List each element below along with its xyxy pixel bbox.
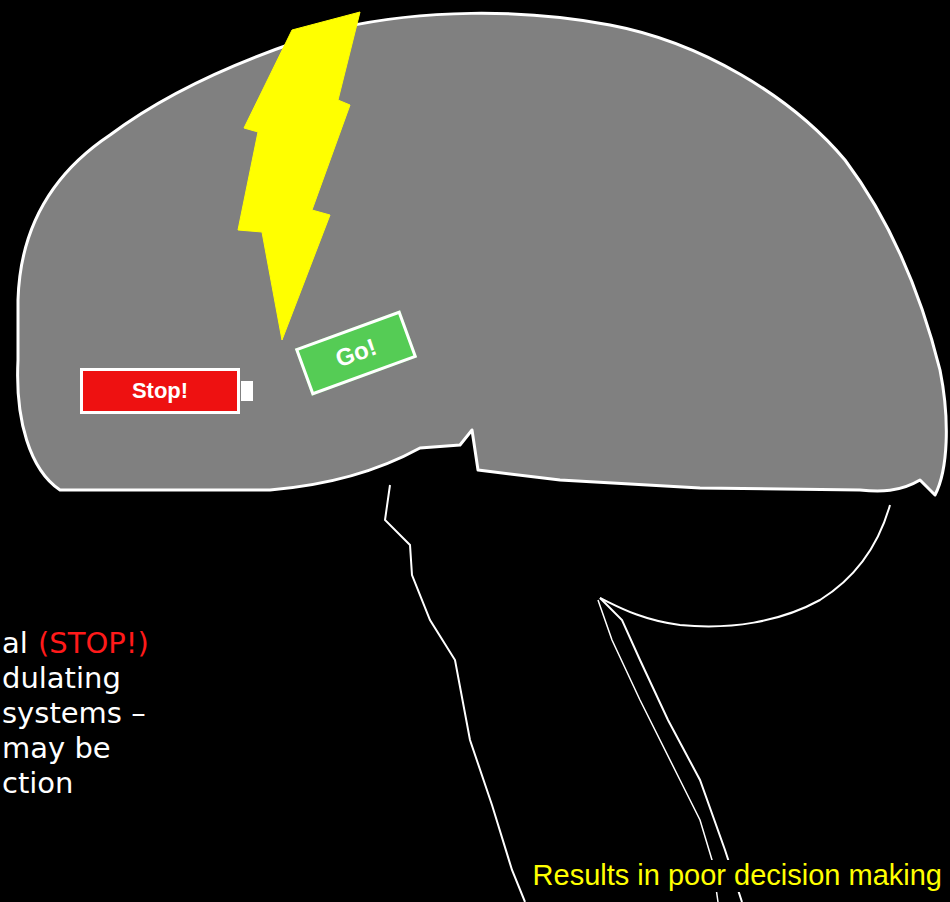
brain-cerebrum — [18, 13, 947, 495]
summary-note: Results in poor decision making — [530, 860, 945, 892]
note-text: may be — [2, 733, 111, 765]
lightning-bolt — [238, 12, 360, 340]
box-label: Go! — [332, 333, 380, 373]
note-text: systems – — [2, 698, 146, 730]
note-text: al — [2, 628, 28, 660]
stop-box: Stop! — [80, 368, 240, 414]
brainstem-outline — [598, 600, 718, 902]
battery-terminal — [241, 381, 253, 401]
brainstem-outline — [600, 598, 742, 902]
note-text: dulating — [2, 663, 121, 695]
cerebellum-outline — [600, 505, 890, 626]
note-text: ction — [2, 768, 74, 800]
note-text: (STOP!) — [38, 628, 149, 660]
box-label: Stop! — [132, 378, 188, 404]
brainstem-outline — [385, 485, 525, 902]
